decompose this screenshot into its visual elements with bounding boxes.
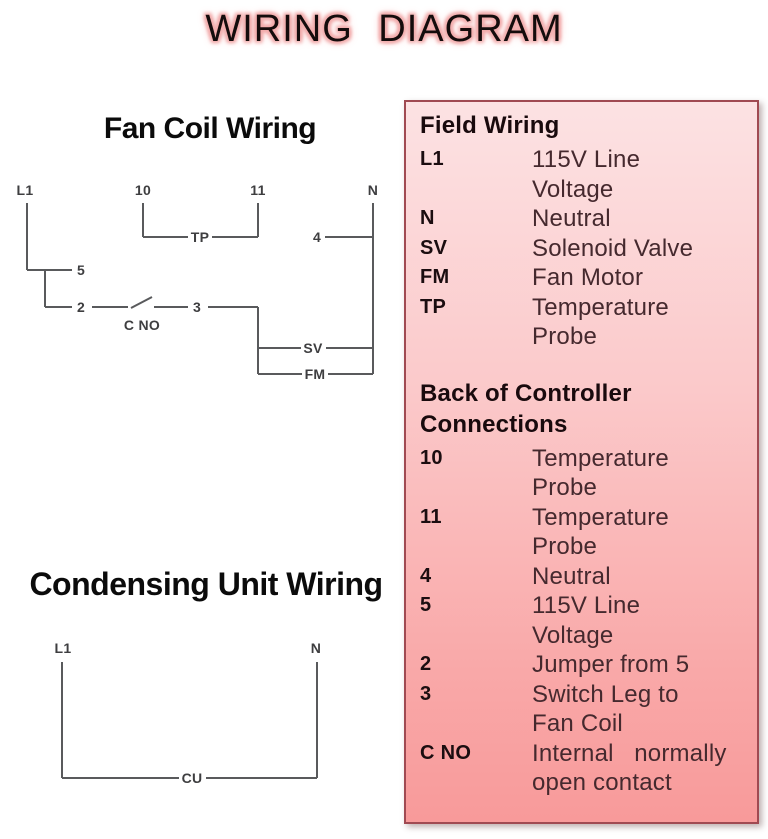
legend-key: N: [420, 207, 435, 229]
legend-panel: Field Wiring L1 115V Line Voltage N Neut…: [404, 100, 759, 824]
legend-row: 11 Temperature Probe: [420, 503, 747, 562]
terminal-l1: L1: [17, 182, 34, 198]
legend-value: Temperature Probe: [532, 293, 669, 351]
legend-row: TP Temperature Probe: [420, 293, 747, 352]
label-cu: CU: [182, 770, 203, 786]
legend-row: L1 115V Line Voltage: [420, 145, 747, 204]
legend-row: 2 Jumper from 5: [420, 650, 747, 680]
legend-row: 5 115V Line Voltage: [420, 591, 747, 650]
condensing-terminal-labels: L1 N CU: [55, 640, 321, 786]
legend-value: Solenoid Valve: [532, 234, 694, 262]
controller-connections-heading: Back of Controller Connections: [420, 379, 632, 438]
legend-value: Neutral: [532, 562, 611, 590]
label-fm: FM: [305, 366, 326, 382]
label-sv: SV: [303, 340, 323, 356]
terminal-11: 11: [250, 182, 265, 198]
label-tp: TP: [191, 229, 210, 245]
condensing-unit-heading: Condensing Unit Wiring: [29, 566, 383, 602]
legend-value: Fan Motor: [532, 264, 644, 291]
fan-coil-heading: Fan Coil Wiring: [103, 112, 317, 145]
terminal-3: 3: [193, 299, 201, 315]
field-wiring-section: Field Wiring L1 115V Line Voltage N Neut…: [420, 110, 747, 352]
terminal-5: 5: [77, 262, 85, 278]
switch-blade: [130, 296, 153, 309]
fan-coil-terminal-labels: L1 10 11 N TP 4 5 2 3 C NO SV FM: [17, 182, 378, 382]
legend-key: 2: [420, 653, 432, 675]
condensing-unit-circuit-diagram: L1 N CU: [55, 640, 321, 786]
page-title: WIRING DIAGRAM: [205, 8, 563, 50]
legend-value: Switch Leg to Fan Coil: [532, 680, 679, 738]
legend-key: FM: [420, 266, 450, 288]
label-c-no: C NO: [124, 317, 160, 333]
legend-value: Internal normally open contact: [532, 739, 727, 797]
legend-row: SV Solenoid Valve: [420, 234, 747, 264]
legend-value: Temperature Probe: [532, 444, 669, 502]
terminal-4: 4: [313, 229, 321, 245]
legend-row: 4 Neutral: [420, 562, 747, 592]
terminal-2: 2: [77, 299, 85, 315]
legend-row: 10 Temperature Probe: [420, 444, 747, 503]
terminal-10: 10: [135, 182, 151, 198]
legend-key: 10: [420, 446, 443, 469]
field-wiring-heading: Field Wiring: [420, 112, 560, 139]
legend-key: L1: [420, 148, 444, 170]
legend-key: 3: [420, 682, 432, 705]
terminal-l1: L1: [55, 640, 72, 656]
legend-value: Jumper from 5: [532, 651, 690, 678]
legend-row: C NO Internal normally open contact: [420, 739, 747, 798]
legend-row: N Neutral: [420, 204, 747, 234]
fan-coil-wires: [26, 203, 374, 375]
controller-connections-section: Back of Controller Connections 10 Temper…: [420, 378, 747, 798]
legend-key: 11: [420, 505, 442, 528]
legend-key: SV: [420, 236, 448, 259]
terminal-n: N: [311, 640, 321, 656]
legend-value: 115V Line Voltage: [532, 146, 641, 203]
condensing-wires: [61, 662, 318, 779]
legend-value: 115V Line Voltage: [532, 592, 641, 649]
legend-row: FM Fan Motor: [420, 263, 747, 293]
legend-key: TP: [420, 295, 447, 318]
legend-value: Temperature Probe: [532, 503, 669, 561]
fan-coil-circuit-diagram: L1 10 11 N TP 4 5 2 3 C NO SV FM: [17, 182, 378, 382]
legend-value: Neutral: [532, 205, 611, 232]
legend-key: 5: [420, 594, 432, 616]
legend-key: 4: [420, 564, 432, 587]
legend-row: 3 Switch Leg to Fan Coil: [420, 680, 747, 739]
legend-key: C NO: [420, 741, 472, 764]
terminal-n: N: [368, 182, 378, 198]
